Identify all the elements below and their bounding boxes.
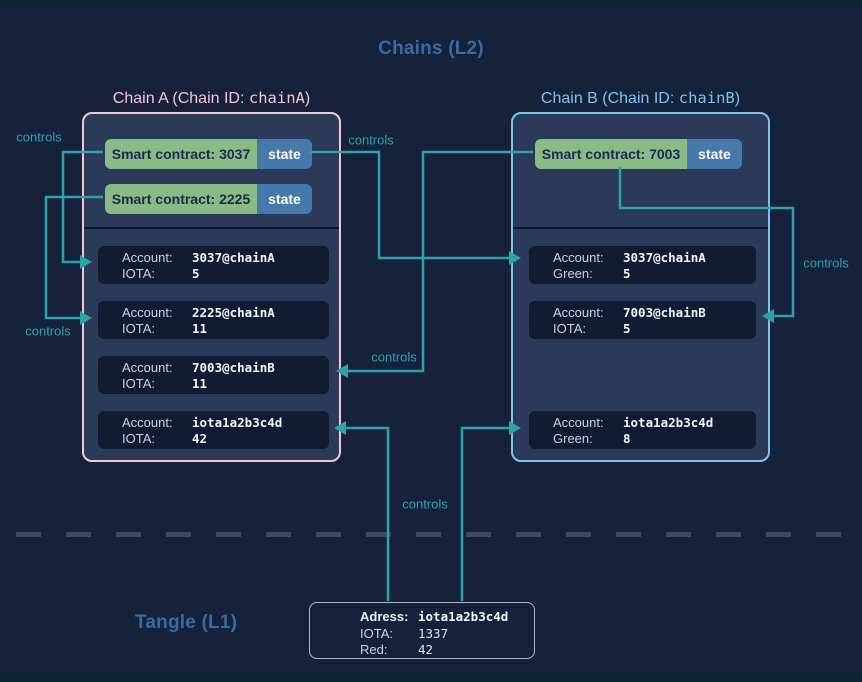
balance-row: Green: 5 [553,266,756,282]
address-label: Adress: [360,609,409,624]
account-id: 2225@chainA [192,305,275,320]
l1-heading: Tangle (L1) [135,612,238,633]
red-label: Red: [360,642,388,657]
account-label: Account: [553,305,604,320]
red-value: 42 [418,642,434,657]
chain-a-smart-contract-2225-pill: Smart contract: 2225 state [105,184,312,214]
account-id: iota1a2b3c4d [623,415,714,430]
chain-b-title: Chain B (Chain ID: chainB) [511,89,770,108]
token-amount: 5 [623,265,631,281]
token-label: Green: [553,430,593,446]
chain-b-title-text: Chain B (Chain ID: [540,90,679,107]
controls-label-middle-top: controls [348,132,394,148]
chain-a-box: Smart contract: 3037 state Smart contrac… [82,112,341,462]
account-label: Account: [553,415,604,430]
smart-contract-label: Smart contract: 7003 [535,139,687,169]
chain-a-account-card-4: Account: iota1a2b3c4d IOTA: 42 [98,411,329,449]
chain-a-divider [84,227,339,229]
account-row: Account: 7003@chainB [553,305,756,321]
chain-b-account-card-3: Account: iota1a2b3c4d Green: 8 [529,411,756,449]
controls-label-middle: controls [371,349,417,365]
token-amount: 42 [192,430,208,446]
account-label: Account: [122,360,173,375]
account-label: Account: [553,250,604,265]
token-label: IOTA: [122,320,155,336]
account-row: Account: 7003@chainB [122,360,329,376]
controls-label-chain-a-bottom: controls [25,323,71,339]
chain-b-title-close: ) [734,90,741,107]
balance-row: IOTA: 42 [122,431,329,447]
token-label: IOTA: [122,265,155,281]
address-value: iota1a2b3c4d [418,609,509,624]
l1-l2-separator-dashed-line [16,532,862,537]
iota-value: 1337 [418,625,449,641]
account-row: Account: 3037@chainA [553,250,756,266]
chain-b-divider [513,227,768,229]
account-id: iota1a2b3c4d [192,415,283,430]
token-label: IOTA: [553,320,586,336]
account-id: 7003@chainB [192,360,275,375]
balance-row: IOTA: 5 [553,321,756,337]
chain-a-account-card-3: Account: 7003@chainB IOTA: 11 [98,356,329,394]
chain-b-id: chainB [678,89,735,107]
top-border-strip [0,0,862,3]
token-amount: 8 [623,430,631,446]
chain-a-id: chainA [248,89,305,107]
token-amount: 11 [192,320,208,336]
controls-label-chain-a-top: controls [16,129,62,145]
token-amount: 11 [192,375,208,391]
smart-contract-label: Smart contract: 2225 [105,184,257,214]
chain-b-account-card-1: Account: 3037@chainA Green: 5 [529,246,756,284]
balance-row: IOTA: 11 [122,376,329,392]
account-id: 3037@chainA [192,250,275,265]
token-amount: 5 [192,265,200,281]
balance-row: Green: 8 [553,431,756,447]
account-row: Account: 2225@chainA [122,305,329,321]
chain-a-title-text: Chain A (Chain ID: [112,90,249,107]
l2-heading: Chains (L2) [378,38,484,59]
balance-row: IOTA: 5 [122,266,329,282]
token-label: IOTA: [122,430,155,446]
iota-row: IOTA: 1337 [360,626,534,643]
chain-a-title: Chain A (Chain ID: chainA) [82,89,341,108]
chain-b-box: Smart contract: 7003 state Account: 3037@… [511,112,770,462]
token-amount: 5 [623,320,631,336]
account-id: 7003@chainB [623,305,706,320]
iota-label: IOTA: [360,625,393,641]
state-badge: state [257,139,312,169]
account-id: 3037@chainA [623,250,706,265]
state-badge: state [687,139,742,169]
account-row: Account: 3037@chainA [122,250,329,266]
balance-row: IOTA: 11 [122,321,329,337]
chain-a-smart-contract-3037-pill: Smart contract: 3037 state [105,139,312,169]
red-row: Red: 42 [360,642,534,659]
account-label: Account: [122,415,173,430]
state-badge: state [257,184,312,214]
token-label: IOTA: [122,375,155,391]
controls-label-chain-b-right: controls [803,255,849,271]
account-row: Account: iota1a2b3c4d [122,415,329,431]
account-label: Account: [122,305,173,320]
chain-a-account-card-2: Account: 2225@chainA IOTA: 11 [98,301,329,339]
account-label: Account: [122,250,173,265]
l1-address-box: Adress: iota1a2b3c4d IOTA: 1337 Red: 42 [309,602,535,659]
address-row: Adress: iota1a2b3c4d [360,609,534,626]
chain-a-title-close: ) [304,90,311,107]
bottom-border-strip [0,677,862,682]
chain-b-account-card-2: Account: 7003@chainB IOTA: 5 [529,301,756,339]
chain-a-account-card-1: Account: 3037@chainA IOTA: 5 [98,246,329,284]
smart-contract-label: Smart contract: 3037 [105,139,257,169]
chain-b-smart-contract-7003-pill: Smart contract: 7003 state [535,139,742,169]
token-label: Green: [553,265,593,281]
controls-label-l1: controls [402,496,448,512]
account-row: Account: iota1a2b3c4d [553,415,756,431]
